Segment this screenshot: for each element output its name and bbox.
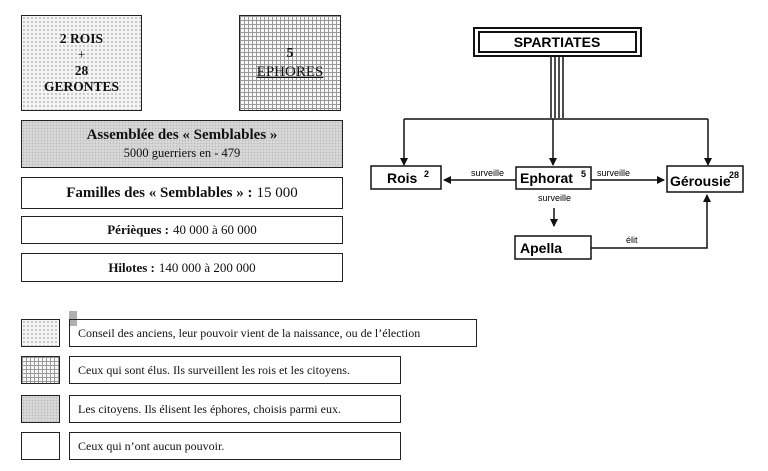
ephorat-label: Ephorat	[520, 170, 573, 186]
legend-swatch-grid	[21, 356, 60, 384]
rois-count: 2 ROIS	[59, 31, 104, 46]
legend-item-white: Ceux qui n’ont aucun pouvoir.	[69, 432, 401, 460]
surveille-left-label: surveille	[471, 168, 504, 178]
ephores-count: 5	[286, 46, 294, 61]
legend-text-white: Ceux qui n’ont aucun pouvoir.	[78, 438, 225, 453]
familles-label: Familles des « Semblables » :	[66, 184, 253, 201]
arrow-elit-gerousie	[591, 194, 711, 249]
legend-item-grid: Ceux qui sont élus. Ils surveillent les …	[69, 356, 401, 384]
familles-box: Familles des « Semblables » : 15 000	[21, 177, 343, 209]
rois-superscript: 2	[424, 169, 429, 179]
perieques-box: Périèques : 40 000 à 60 000	[21, 216, 343, 244]
familles-value: 15 000	[256, 184, 298, 201]
assemblee-box: Assemblée des « Semblables » 5000 guerri…	[21, 120, 343, 168]
rois-gerontes-box: 2 ROIS + 28 GERONTES	[21, 15, 142, 111]
hilotes-value: 140 000 à 200 000	[158, 259, 256, 275]
ephores-box: 5 EPHORES	[239, 15, 341, 111]
legend-item-dotted: Conseil des anciens, leur pouvoir vient …	[69, 319, 477, 347]
legend-swatch-dotted	[21, 319, 60, 347]
ephores-label: EPHORES	[256, 64, 324, 80]
surveille-down-label: surveille	[538, 193, 571, 203]
decorative-mark	[69, 311, 77, 326]
gerousie-superscript: 28	[729, 170, 739, 180]
hilotes-box: Hilotes : 140 000 à 200 000	[21, 253, 343, 282]
spartiates-box-inner	[478, 31, 637, 53]
hilotes-label: Hilotes :	[108, 259, 155, 275]
ephorat-superscript: 5	[581, 169, 586, 179]
plus-sign: +	[77, 47, 86, 62]
ephorat-box	[515, 166, 592, 190]
gerousie-label: Gérousie	[670, 173, 731, 189]
elit-label: élit	[626, 235, 638, 245]
rois-label: Rois	[387, 170, 418, 186]
spartiates-label: SPARTIATES	[514, 34, 601, 50]
legend-item-gray: Les citoyens. Ils élisent les éphores, c…	[69, 395, 401, 423]
gerontes-count: 28	[74, 63, 89, 78]
legend-text-dotted: Conseil des anciens, leur pouvoir vient …	[78, 325, 421, 340]
rois-box	[370, 165, 442, 190]
perieques-value: 40 000 à 60 000	[172, 222, 257, 237]
gerontes-label: GERONTES	[43, 79, 120, 94]
legend-swatch-gray	[21, 395, 60, 423]
gerousie-box	[666, 165, 744, 193]
apella-label: Apella	[520, 240, 562, 256]
legend-text-gray: Les citoyens. Ils élisent les éphores, c…	[78, 401, 341, 416]
legend-text-grid: Ceux qui sont élus. Ils surveillent les …	[78, 362, 350, 377]
assemblee-title: Assemblée des « Semblables »	[86, 127, 278, 143]
legend-swatch-white	[21, 432, 60, 460]
perieques-label: Périèques :	[107, 222, 169, 237]
surveille-right-label: surveille	[597, 168, 630, 178]
assemblee-subtitle: 5000 guerriers en - 479	[123, 146, 241, 160]
